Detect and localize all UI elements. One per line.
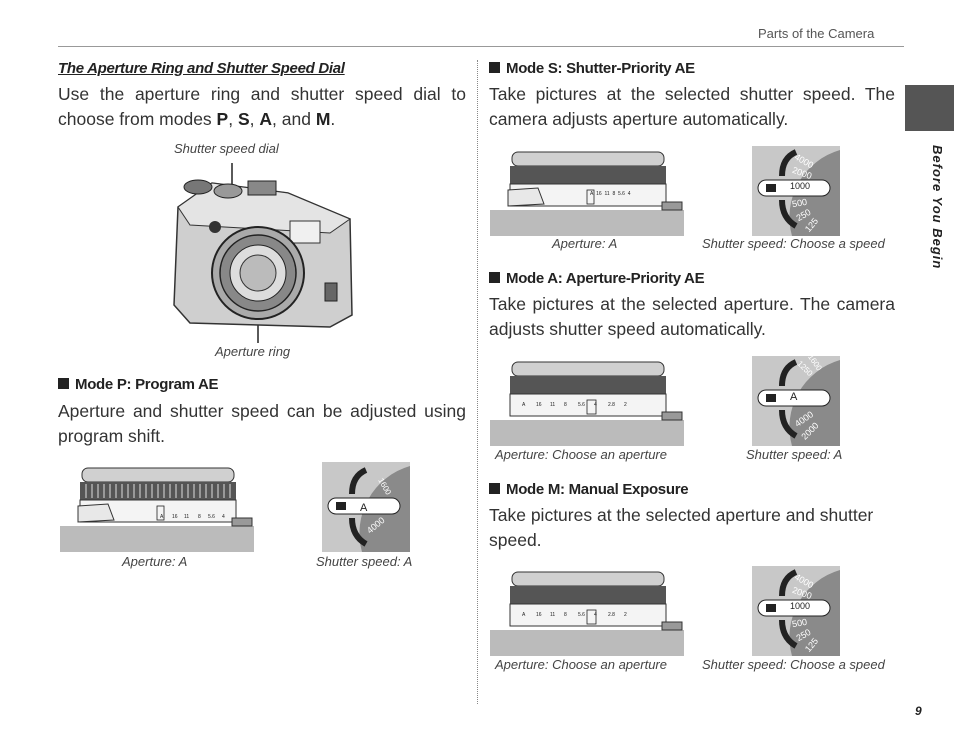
mode-p-text: Aperture and shutter speed can be adjust…: [58, 401, 466, 446]
svg-text:A: A: [360, 502, 368, 514]
mode-a-caption-shutter: Shutter speed: A: [746, 447, 843, 462]
bullet-square-icon: [489, 272, 500, 283]
ring-scale-label: 16: [536, 402, 542, 408]
side-tab-marker: [905, 85, 954, 131]
mode-a-caption-aperture: Aperture: Choose an aperture: [495, 447, 667, 462]
ring-scale-label: 16: [536, 612, 542, 618]
column-divider: [477, 60, 478, 704]
aperture-ring-illustration-s: [490, 151, 684, 236]
ring-scale-label: 4: [594, 612, 597, 618]
ring-scale-m: A 16 11 8 5.6 4 2.8 2: [522, 612, 638, 618]
side-tab-label: Before You Begin: [930, 145, 945, 270]
ring-scale-label: 5.6: [618, 191, 625, 197]
mode-s-heading: Mode S: Shutter-Priority AE: [489, 60, 695, 77]
ring-scale-label: 8: [612, 191, 616, 197]
ring-scale-label: 11: [604, 191, 610, 197]
page-number: 9: [915, 704, 922, 718]
svg-text:8: 8: [198, 514, 201, 520]
ring-scale-label: A: [522, 612, 526, 618]
ring-scale-label: A: [590, 191, 594, 197]
ring-scale-label: 8: [564, 612, 567, 618]
intro-text-pre: Use the aperture ring and shutter speed …: [58, 84, 466, 129]
mode-m-caption-shutter: Shutter speed: Choose a speed: [702, 657, 885, 672]
mode-s-letter: S: [237, 109, 250, 129]
mode-m-heading-text: Mode M: Manual Exposure: [506, 481, 689, 498]
mode-a-heading: Mode A: Aperture-Priority AE: [489, 270, 705, 287]
intro-sep-1: ,: [228, 109, 238, 129]
mode-a-text: Take pictures at the selected aperture. …: [489, 294, 895, 339]
mode-s-heading-text: Mode S: Shutter-Priority AE: [506, 60, 695, 77]
ring-scale-label: 16: [596, 191, 602, 197]
intro-title: The Aperture Ring and Shutter Speed Dial: [58, 60, 345, 77]
dial-value-a: A: [790, 391, 798, 403]
svg-text:4: 4: [222, 514, 225, 520]
ring-scale-label: 11: [550, 612, 556, 618]
ring-scale-a: A 16 11 8 5.6 4 2.8 2: [522, 402, 638, 408]
callout-aperture-ring: Aperture ring: [215, 344, 291, 359]
bullet-square-icon: [489, 62, 500, 73]
ring-scale-label: A: [522, 402, 526, 408]
running-header: Parts of the Camera: [758, 26, 875, 41]
mode-m-caption-aperture: Aperture: Choose an aperture: [495, 657, 667, 672]
mode-s-caption-shutter: Shutter speed: Choose a speed: [702, 236, 885, 251]
ring-scale-label: 11: [550, 402, 556, 408]
shutter-dial-illustration-p: A 4000 1600: [322, 462, 410, 552]
dial-value-m: 1000: [790, 601, 811, 611]
mode-p-caption-aperture: Aperture: A: [122, 554, 188, 569]
mode-m-text: Take pictures at the selected aperture a…: [489, 505, 874, 550]
ring-scale-s: A 16 11 8 5.6 4: [590, 191, 631, 197]
mode-p-letter: P: [216, 109, 229, 129]
ring-scale-label: 2.8: [608, 612, 615, 618]
dial-value-s: 1000: [790, 181, 811, 191]
svg-text:16: 16: [172, 514, 178, 520]
aperture-ring-illustration-p: A 16 11 8 5.6 4: [60, 467, 254, 552]
intro-sep-2: ,: [249, 109, 260, 129]
intro-text: Use the aperture ring and shutter speed …: [58, 82, 466, 132]
shutter-dial-illustration-s: [752, 146, 840, 236]
mode-a-heading-text: Mode A: Aperture-Priority AE: [506, 270, 705, 287]
aperture-ring-illustration-a: [490, 361, 684, 446]
shutter-dial-illustration-m: [752, 566, 840, 656]
bullet-square-icon: [489, 483, 500, 494]
svg-text:5.6: 5.6: [208, 514, 215, 520]
mode-p-heading-text: Mode P: Program AE: [75, 376, 219, 393]
ring-scale-label: 8: [564, 402, 567, 408]
mode-p-caption-shutter: Shutter speed: A: [316, 554, 413, 569]
intro-end: .: [330, 109, 336, 129]
mode-a-letter: A: [259, 109, 273, 129]
svg-text:A: A: [160, 514, 164, 520]
shutter-dial-illustration-a: [752, 356, 840, 446]
aperture-ring-illustration-m: [490, 571, 684, 656]
header-rule: [58, 46, 904, 47]
ring-scale-label: 5.6: [578, 402, 585, 408]
mode-m-heading: Mode M: Manual Exposure: [489, 481, 689, 498]
ring-scale-label: 4: [627, 191, 631, 197]
ring-scale-label: 2: [624, 402, 627, 408]
mode-m-letter: M: [315, 109, 331, 129]
intro-sep-3: , and: [272, 109, 316, 129]
camera-illustration: [173, 163, 353, 343]
bullet-square-icon: [58, 378, 69, 389]
ring-scale-label: 2: [624, 612, 627, 618]
mode-p-heading: Mode P: Program AE: [58, 376, 219, 393]
mode-s-caption-aperture: Aperture: A: [552, 236, 618, 251]
ring-scale-label: 2.8: [608, 402, 615, 408]
svg-text:11: 11: [184, 514, 189, 520]
ring-scale-label: 4: [594, 402, 597, 408]
ring-scale-label: 5.6: [578, 612, 585, 618]
callout-shutter-dial: Shutter speed dial: [174, 141, 279, 156]
mode-s-text: Take pictures at the selected shutter sp…: [489, 84, 895, 129]
